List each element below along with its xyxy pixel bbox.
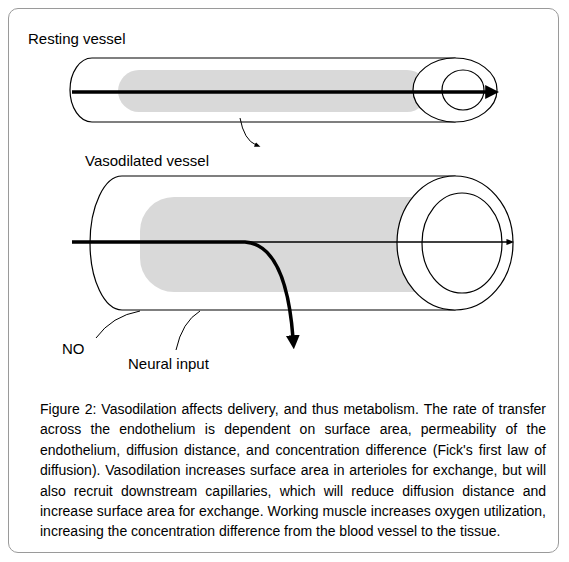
leader-line — [96, 311, 140, 338]
exchange-arrow — [240, 118, 256, 145]
dilated-lumen-end — [422, 193, 502, 293]
figure-caption: Figure 2: Vasodilation affects delivery,… — [40, 399, 546, 542]
exchange-arrow — [72, 242, 293, 338]
flow-arrow — [72, 90, 488, 94]
text-label: Neural input — [128, 355, 209, 372]
text-label: NO — [62, 340, 85, 357]
resting-vessel-wall — [70, 58, 455, 122]
resting-lumen-end — [442, 70, 484, 110]
text-label: Vasodilated vessel — [85, 152, 209, 169]
dilated-vessel-end — [397, 176, 513, 310]
leader-line — [176, 311, 200, 350]
resting-vessel-end — [413, 58, 497, 122]
text-label: Resting vessel — [28, 30, 126, 47]
